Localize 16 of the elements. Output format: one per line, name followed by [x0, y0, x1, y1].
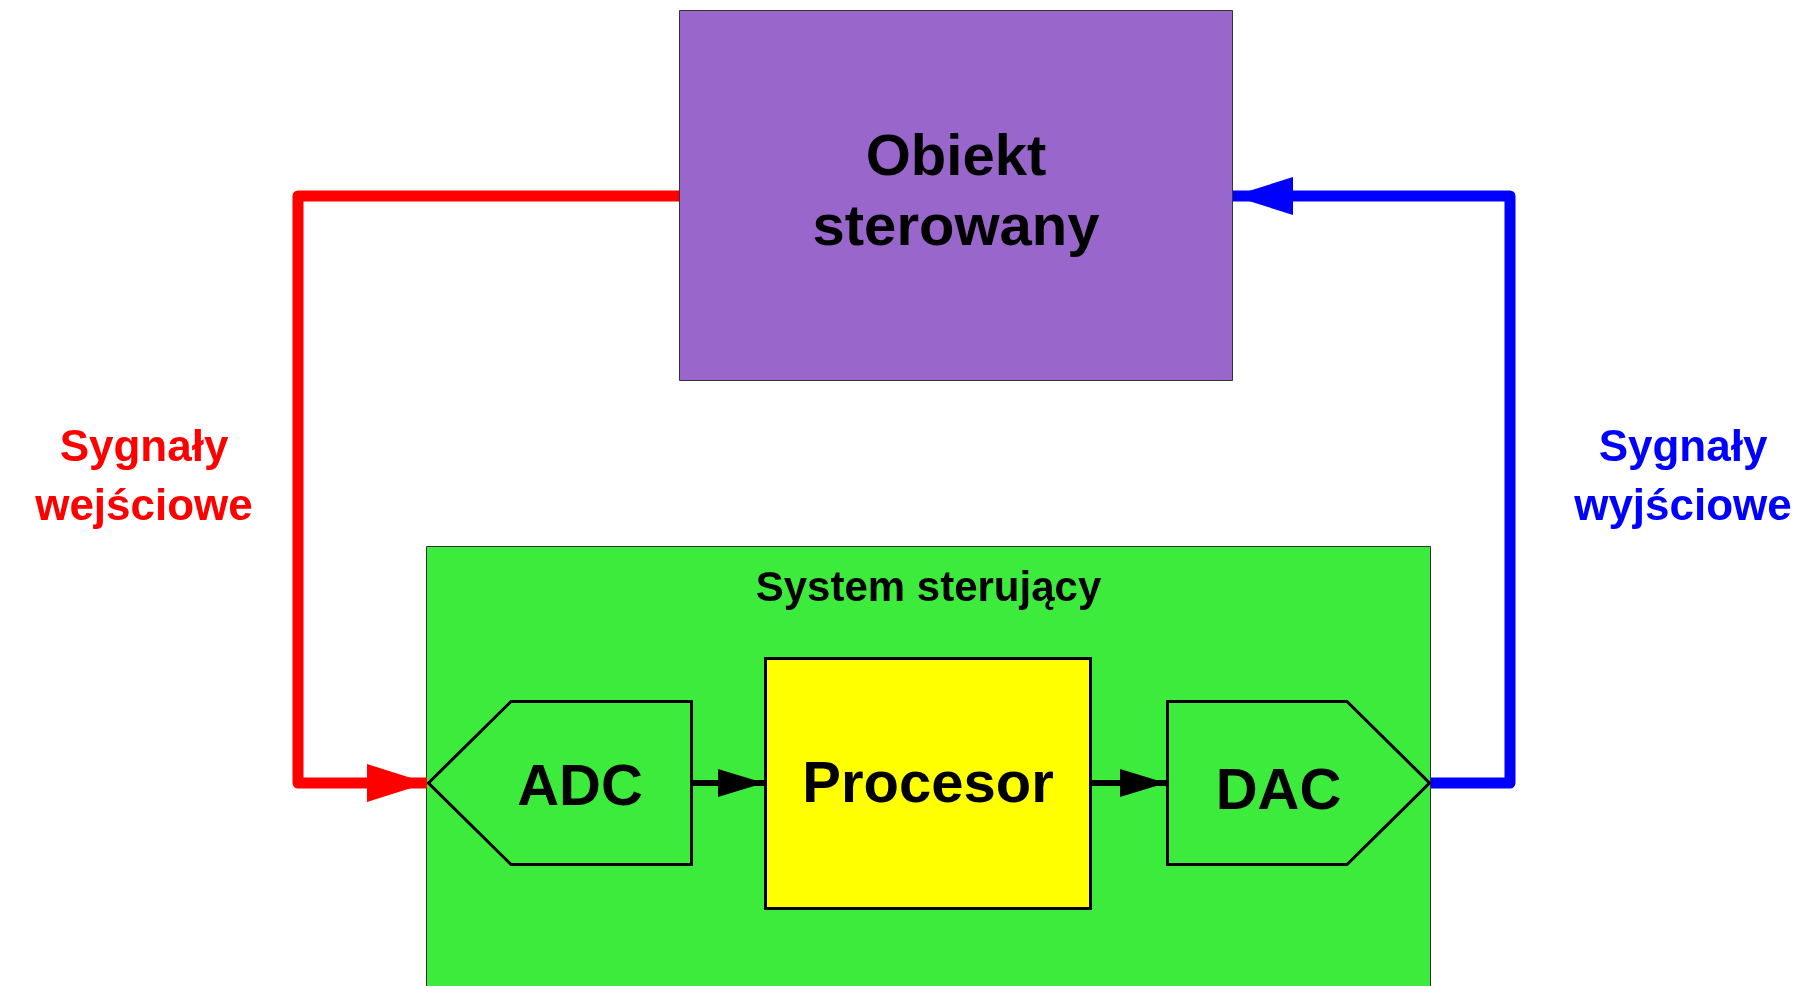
edge-label: Sygnały wyjściowe — [1573, 420, 1793, 532]
node-label: Obiekt sterowany — [811, 121, 1101, 259]
system-panel — [426, 546, 1431, 986]
arrow — [1092, 769, 1166, 797]
converter-box — [427, 700, 693, 866]
process-box — [764, 657, 1092, 910]
edge-label: Sygnały wejściowe — [34, 420, 254, 532]
node-label: Procesor — [801, 748, 1055, 816]
node-label: DAC — [1214, 755, 1343, 823]
arrow — [292, 190, 679, 802]
converter-box — [1166, 700, 1431, 866]
node-label: ADC — [516, 751, 644, 819]
panel-heading: System sterujący — [754, 562, 1103, 612]
arrow — [1233, 177, 1516, 789]
process-box — [679, 10, 1233, 381]
arrow — [693, 769, 764, 797]
